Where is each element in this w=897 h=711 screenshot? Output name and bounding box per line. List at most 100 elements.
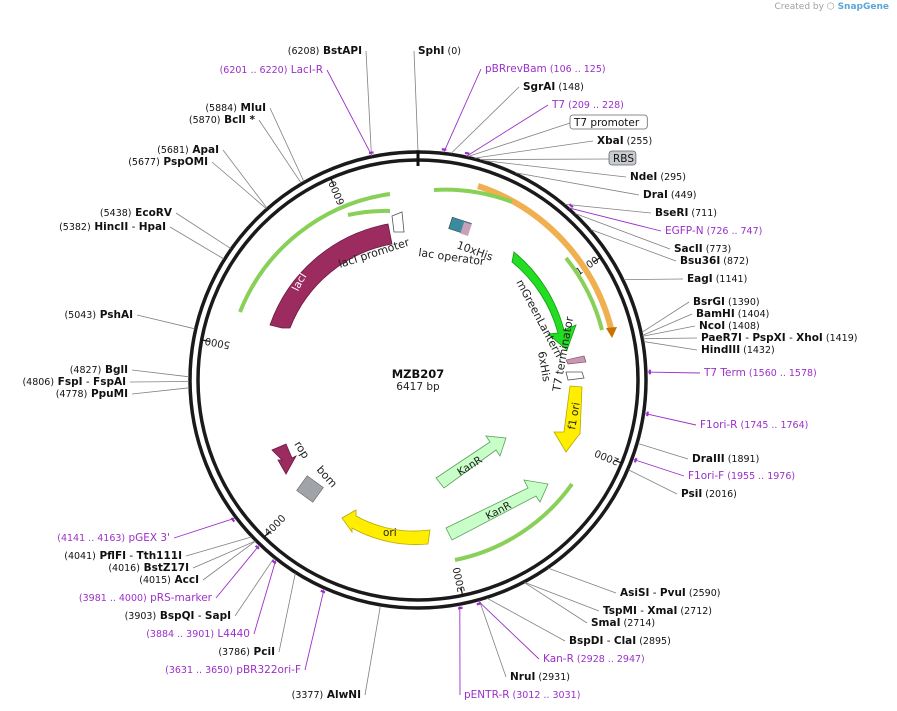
site-label-bspqi[interactable]: (3903) BspQI - SapI bbox=[125, 610, 231, 622]
primer-mark-pgex3 bbox=[230, 517, 236, 523]
site-bseri-name: BseRI bbox=[655, 207, 688, 219]
site-label-l4440[interactable]: (3884 .. 3901) L4440 bbox=[146, 628, 250, 640]
site-ppumi-pos: (4778) bbox=[56, 389, 88, 400]
feature-arc-b bbox=[238, 192, 391, 313]
site-label-mlui[interactable]: (5884) MluI bbox=[205, 102, 266, 114]
site-label-bcli[interactable]: (5870) BclI * bbox=[189, 114, 256, 126]
site-label-smai[interactable]: SmaI (2714) bbox=[591, 617, 655, 629]
connector-alwni bbox=[364, 605, 381, 696]
site-label-sgrai[interactable]: SgrAI (148) bbox=[523, 81, 584, 93]
site-xbai-name: XbaI bbox=[597, 135, 624, 147]
site-drai-name: DraI bbox=[643, 189, 668, 201]
site-pcii-pos: (3786) bbox=[218, 647, 250, 658]
site-label-paer7i[interactable]: PaeR7I - PspXI - XhoI (1419) bbox=[701, 332, 857, 344]
snapgene-credit: Created by ⬡ SnapGene bbox=[774, 2, 889, 12]
site-label-hindiii[interactable]: HindIII (1432) bbox=[701, 344, 775, 356]
site-sgrai-name: SgrAI bbox=[523, 81, 555, 93]
site-label-t7term[interactable]: T7 Term (1560 .. 1578) bbox=[703, 367, 817, 379]
site-label-pbr322[interactable]: (3631 .. 3650) pBR322ori-F bbox=[165, 664, 301, 676]
site-label-pgex3[interactable]: (4141 .. 4163) pGEX 3' bbox=[57, 532, 170, 544]
site-label-hincii[interactable]: (5382) HincII - HpaI bbox=[59, 221, 166, 233]
site-label-bamhi[interactable]: BamHI (1404) bbox=[696, 308, 769, 320]
primer-mark-f1orir bbox=[646, 411, 649, 417]
feature-arcs: lacI lacI promoter lac operator 10xHis m… bbox=[238, 183, 617, 562]
site-label-ncoi[interactable]: NcoI (1408) bbox=[699, 320, 760, 332]
connector-paer7i bbox=[643, 337, 698, 340]
site-egfpn-pos: (726 .. 747) bbox=[704, 226, 763, 237]
site-bspqi-name2: SapI bbox=[205, 610, 231, 622]
feature-6xhis-label: 6xHis bbox=[535, 350, 553, 383]
site-label-pshai[interactable]: (5043) PshAI bbox=[64, 309, 133, 321]
feature-bom bbox=[296, 475, 324, 503]
connector-nrui bbox=[479, 600, 507, 678]
site-tspmi-name: TspMI bbox=[603, 605, 637, 617]
site-label-ecorv[interactable]: (5438) EcoRV bbox=[100, 207, 173, 219]
site-label-bsrgi[interactable]: BsrGI (1390) bbox=[693, 296, 760, 308]
site-label-prsmarker[interactable]: (3981 .. 4000) pRS-marker bbox=[79, 592, 213, 604]
site-label-bsu36i[interactable]: Bsu36I (872) bbox=[680, 255, 749, 267]
connector-bseri bbox=[564, 203, 652, 214]
site-prsmarker-pos: (3981 .. 4000) bbox=[79, 593, 147, 604]
site-pentrr-pos: (3012 .. 3031) bbox=[510, 690, 581, 701]
site-label-bgli[interactable]: (4827) BglI bbox=[70, 364, 128, 376]
site-label-pentrr[interactable]: pENTR-R (3012 .. 3031) bbox=[464, 689, 580, 701]
site-label-pspomi[interactable]: (5677) PspOMI bbox=[128, 156, 208, 168]
site-label-tspmi[interactable]: TspMI - XmaI (2712) bbox=[603, 605, 712, 617]
site-pshai-name: PshAI bbox=[96, 309, 133, 321]
site-labels: SphI (0) pBRrevBam (106 .. 125) SgrAI (148… bbox=[22, 45, 857, 701]
site-sgrai-pos: (148) bbox=[555, 82, 584, 93]
site-label-kanr[interactable]: Kan-R (2928 .. 2947) bbox=[543, 653, 645, 665]
site-label-t7[interactable]: T7 (209 .. 228) bbox=[551, 99, 624, 111]
site-label-ppumi[interactable]: (4778) PpuMI bbox=[56, 388, 128, 400]
primer-mark-pbrrevbam bbox=[441, 148, 447, 151]
site-label-bstapi[interactable]: (6208) BstAPI bbox=[288, 45, 362, 57]
site-pgex3-pos: (4141 .. 4163) bbox=[57, 533, 125, 544]
site-label-rbs[interactable]: RBS bbox=[613, 153, 634, 165]
site-fspi-name: FspI bbox=[54, 376, 83, 388]
connector-prsmarker bbox=[215, 544, 260, 599]
primer-mark-egfpn bbox=[568, 203, 574, 209]
site-label-pbrrevbam[interactable]: pBRrevBam (106 .. 125) bbox=[485, 63, 606, 75]
site-label-f1orir[interactable]: F1ori-R (1745 .. 1764) bbox=[700, 419, 808, 431]
site-label-sacii[interactable]: SacII (773) bbox=[674, 243, 731, 255]
site-eagi-name: EagI bbox=[687, 273, 713, 285]
site-mlui-pos: (5884) bbox=[205, 103, 237, 114]
site-label-egfpn[interactable]: EGFP-N (726 .. 747) bbox=[665, 225, 762, 237]
feature-t7-terminator bbox=[565, 371, 585, 381]
site-kanr-pos: (2928 .. 2947) bbox=[574, 654, 645, 665]
site-label-f1orif[interactable]: F1ori-F (1955 .. 1976) bbox=[688, 470, 795, 482]
feature-arc-e bbox=[454, 482, 574, 562]
site-label-apai[interactable]: (5681) ApaI bbox=[157, 144, 219, 156]
site-label-drai[interactable]: DraI (449) bbox=[643, 189, 696, 201]
site-label-asisi[interactable]: AsiSI - PvuI (2590) bbox=[620, 587, 720, 599]
tick-mark-6000 bbox=[330, 177, 335, 186]
site-label-psii[interactable]: PsiI (2016) bbox=[681, 488, 737, 500]
site-label-eagi[interactable]: EagI (1141) bbox=[687, 273, 747, 285]
site-f1orir-pos: (1745 .. 1764) bbox=[737, 420, 808, 431]
connector-l4440 bbox=[253, 559, 277, 635]
site-label-t7prom[interactable]: T7 promoter bbox=[573, 117, 640, 129]
site-t7prom-name: T7 promoter bbox=[573, 117, 640, 129]
site-hindiii-pos: (1432) bbox=[740, 345, 775, 356]
connector-mlui bbox=[269, 107, 305, 182]
snapgene-logo-icon: ⬡ bbox=[826, 2, 835, 12]
site-label-xbai[interactable]: XbaI (255) bbox=[597, 135, 652, 147]
site-l4440-pos: (3884 .. 3901) bbox=[146, 629, 214, 640]
connector-hindiii bbox=[643, 341, 698, 351]
site-prsmarker-name: pRS-marker bbox=[147, 592, 213, 604]
site-label-pcii[interactable]: (3786) PciI bbox=[218, 646, 275, 658]
site-label-lacir[interactable]: (6201 .. 6220) LacI-R bbox=[220, 64, 323, 76]
site-label-alwni[interactable]: (3377) AlwNI bbox=[292, 689, 361, 701]
site-label-nrui[interactable]: NruI (2931) bbox=[510, 671, 570, 683]
site-label-bstz17i[interactable]: (4016) BstZ17I bbox=[108, 562, 189, 574]
site-label-sphi[interactable]: SphI (0) bbox=[418, 45, 461, 57]
site-ncoi-pos: (1408) bbox=[725, 321, 760, 332]
connector-egfpn bbox=[569, 207, 662, 232]
site-label-ndei[interactable]: NdeI (295) bbox=[630, 171, 686, 183]
site-label-bspdi[interactable]: BspDI - ClaI (2895) bbox=[569, 635, 671, 647]
site-label-draiii[interactable]: DraIII (1891) bbox=[692, 453, 759, 465]
site-label-fspi[interactable]: (4806) FspI - FspAI bbox=[22, 376, 126, 388]
site-label-pflfi[interactable]: (4041) PflFI - Tth111I bbox=[64, 550, 182, 562]
site-label-acci[interactable]: (4015) AccI bbox=[139, 574, 199, 586]
site-label-bseri[interactable]: BseRI (711) bbox=[655, 207, 717, 219]
